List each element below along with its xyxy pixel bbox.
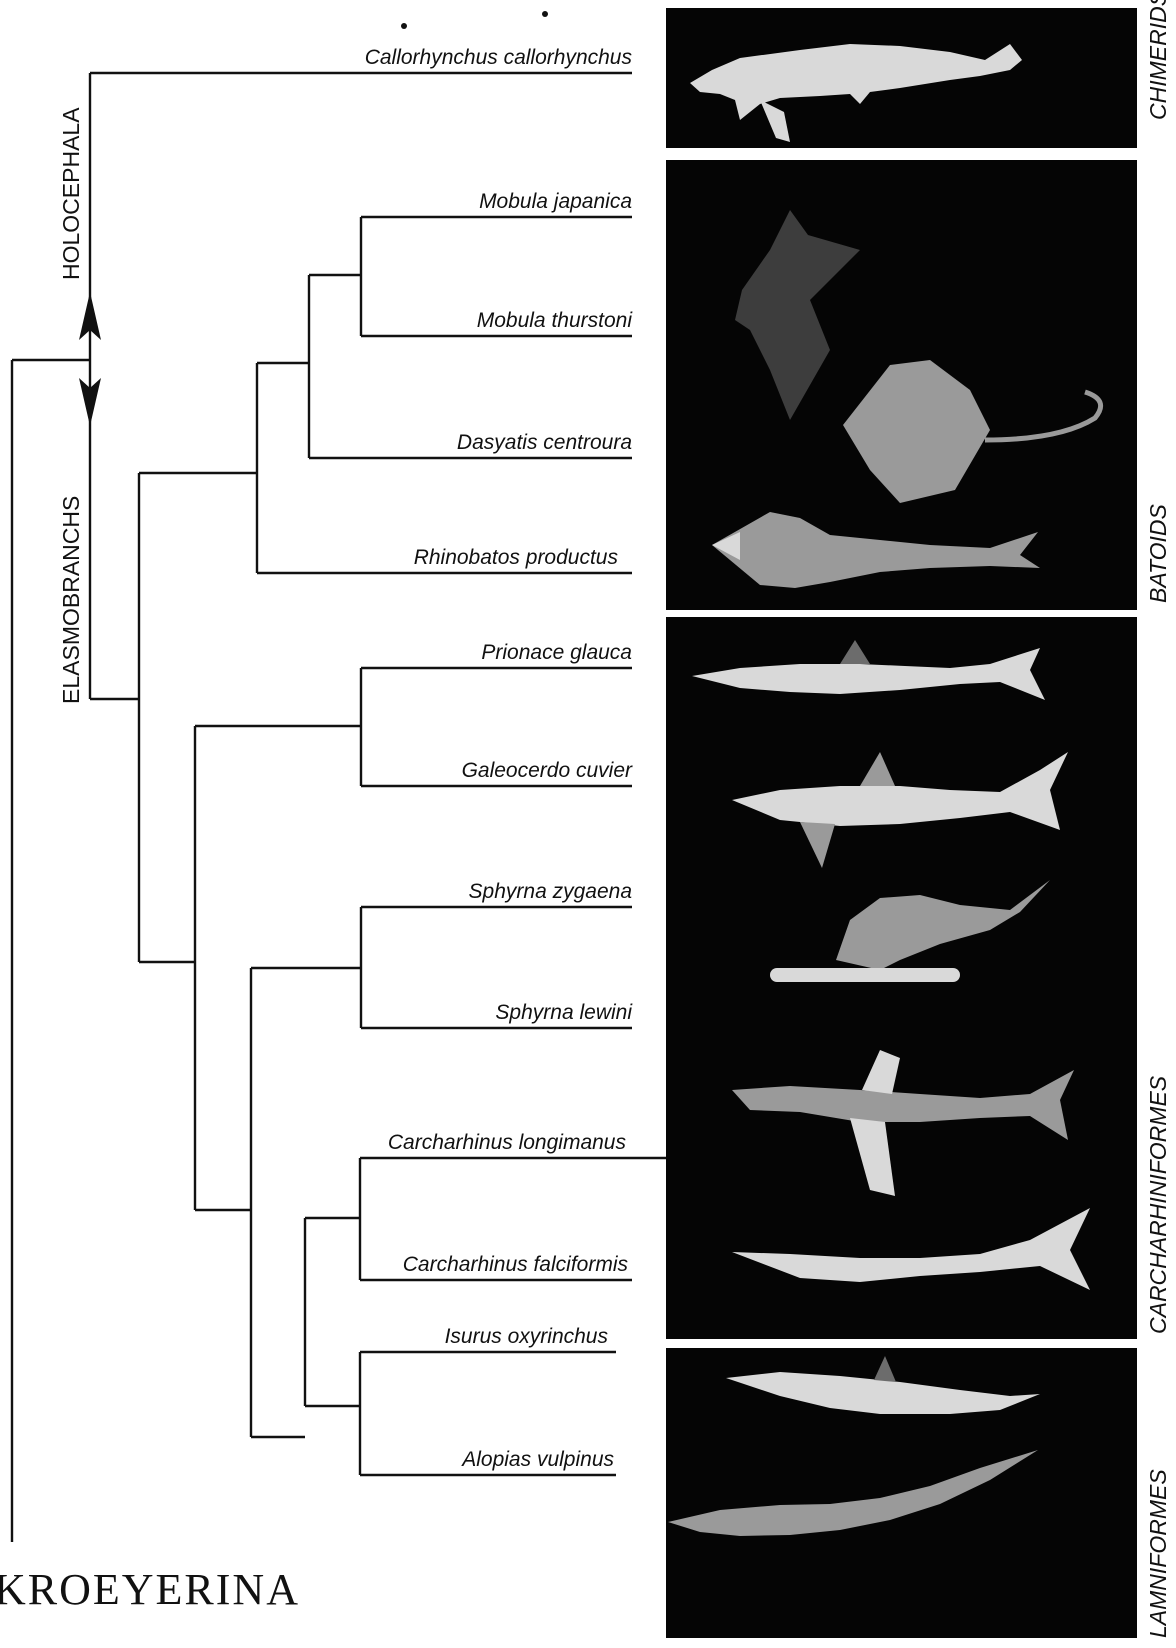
running-head: KROEYERINA: [0, 1565, 300, 1614]
group-label-carcharhiniformes: CARCHARHINIFORMES: [1145, 1075, 1171, 1334]
taxon-label: Mobula japanica: [479, 190, 632, 213]
taxon-label: Galeocerdo cuvier: [462, 759, 633, 782]
taxon-label: Rhinobatos productus: [414, 546, 619, 569]
group-label-chimerids: CHIMERIDS: [1145, 0, 1171, 120]
taxon-label: Isurus oxyrinchus: [445, 1325, 609, 1348]
clade-label-elasmobranchs: ELASMOBRANCHS: [58, 496, 84, 704]
taxon-label: Carcharhinus falciformis: [403, 1253, 629, 1276]
photo-panels: [401, 8, 1137, 1638]
taxon-labels: Callorhynchus callorhynchus Mobula japan…: [365, 46, 634, 1471]
taxon-label: Dasyatis centroura: [457, 431, 632, 454]
taxon-label: Callorhynchus callorhynchus: [365, 46, 633, 69]
tree-branches: [12, 73, 718, 1542]
dot-mark: [401, 23, 407, 29]
group-label-lamniformes: LAMNIFORMES: [1145, 1469, 1171, 1638]
clade-label-holocephala: HOLOCEPHALA: [58, 107, 84, 280]
taxon-label: Alopias vulpinus: [460, 1448, 614, 1471]
taxon-label: Carcharhinus longimanus: [388, 1131, 627, 1154]
taxon-label: Sphyrna lewini: [495, 1001, 633, 1024]
taxon-label: Prionace glauca: [481, 641, 632, 664]
taxon-label: Mobula thurstoni: [477, 309, 634, 332]
dot-mark: [542, 11, 548, 17]
taxon-label: Sphyrna zygaena: [469, 880, 632, 903]
group-label-batoids: BATOIDS: [1145, 504, 1171, 603]
